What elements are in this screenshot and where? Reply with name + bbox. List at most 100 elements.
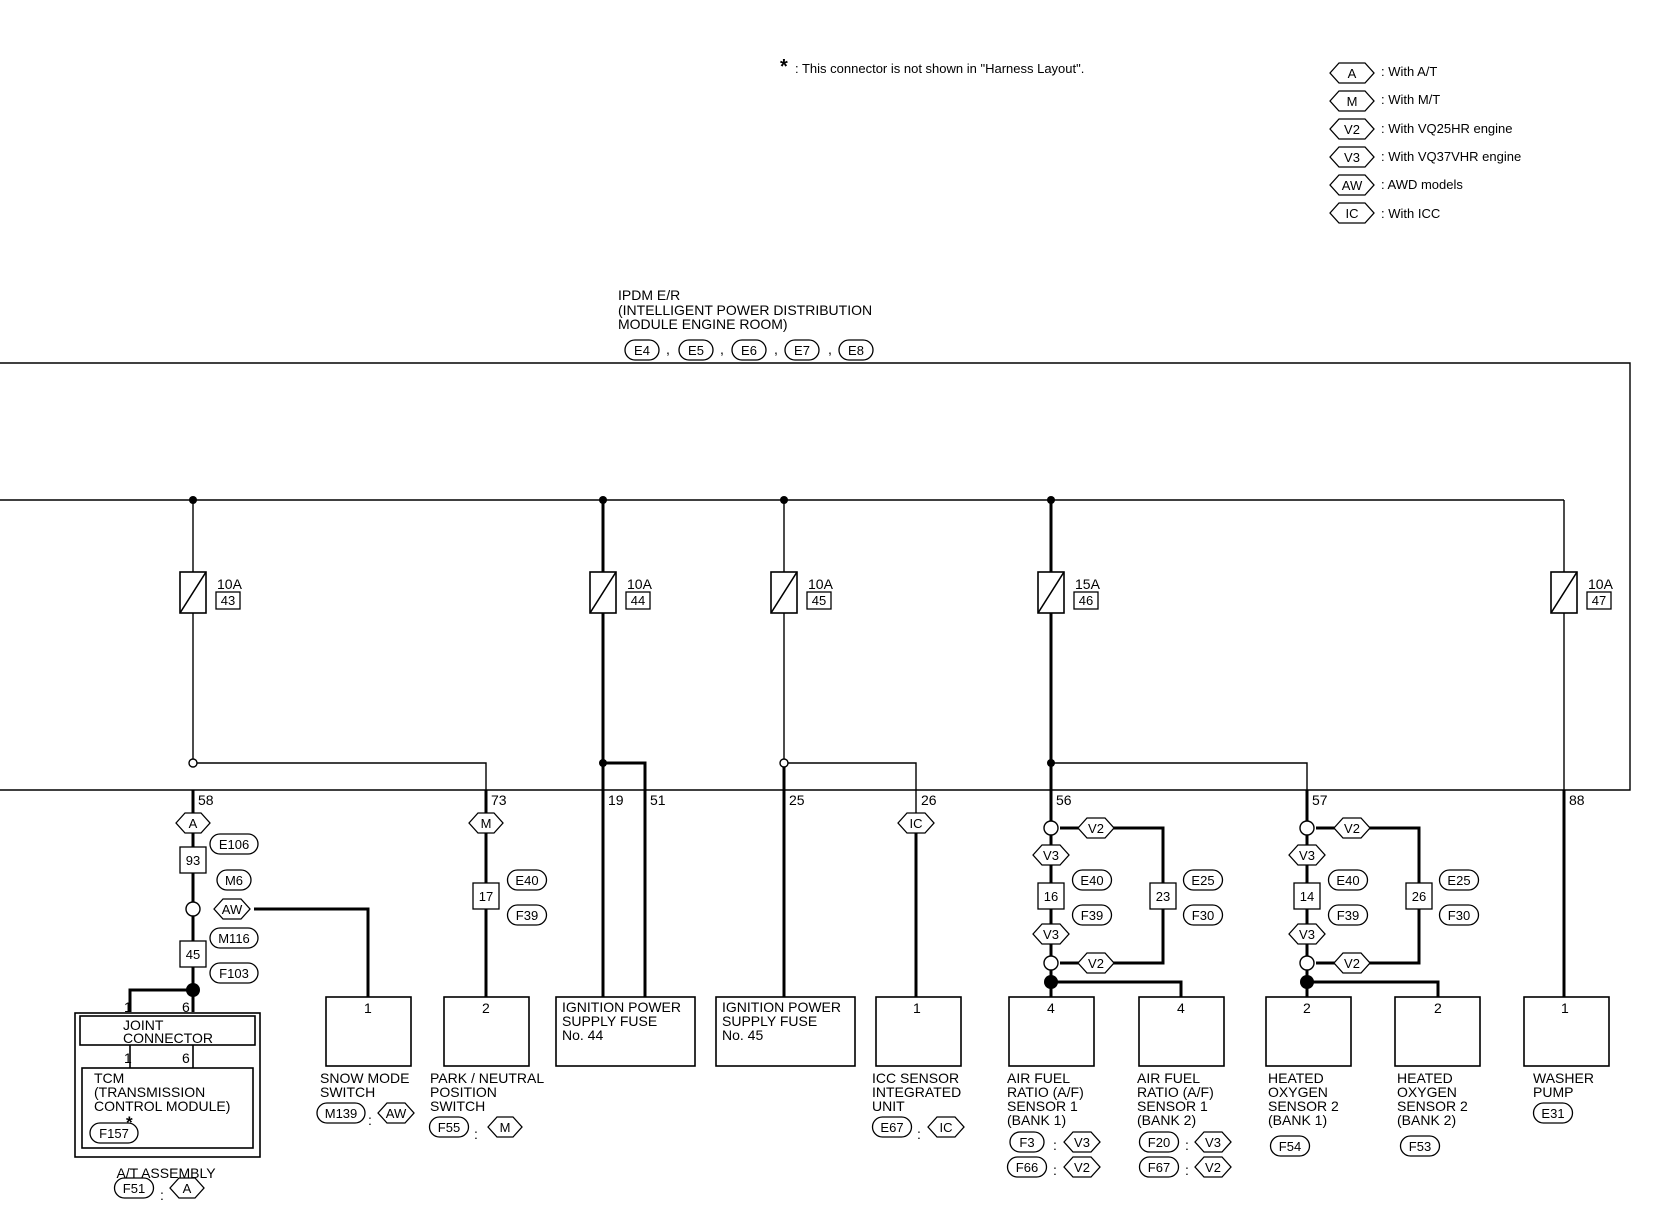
connector-e67-label: E67 bbox=[880, 1120, 903, 1135]
connector-f39-57 bbox=[1327, 904, 1369, 926]
code-awd-58 bbox=[213, 898, 251, 920]
code-af1-v3 bbox=[1063, 1131, 1101, 1153]
connector-f39-56 bbox=[1071, 904, 1113, 926]
connector-e106 bbox=[209, 833, 259, 855]
connector-f20-label: F20 bbox=[1148, 1135, 1170, 1150]
legend-text-aw: : AWD models bbox=[1381, 177, 1463, 192]
fuse-43-number: 43 bbox=[221, 593, 235, 608]
code-at-assembly-label: A bbox=[183, 1181, 192, 1196]
tcm-title-2: (TRANSMISSION bbox=[94, 1084, 205, 1100]
code-v3-57-top-label: V3 bbox=[1299, 848, 1315, 863]
ipdm-connector-e7 bbox=[784, 339, 820, 361]
pin-16-label: 16 bbox=[1044, 889, 1058, 904]
connector-e25-56-label: E25 bbox=[1191, 873, 1214, 888]
park-title-3: SWITCH bbox=[430, 1098, 485, 1114]
connector-f39-57-label: F39 bbox=[1337, 908, 1359, 923]
fuse-44-number-box bbox=[625, 591, 651, 610]
ipdm-connector-e8-label: E8 bbox=[848, 343, 864, 358]
legend-code-ic bbox=[1329, 202, 1375, 224]
fuse-43-number-box bbox=[215, 591, 241, 610]
fuse-47-number: 47 bbox=[1592, 593, 1606, 608]
connector-e25-57-label: E25 bbox=[1447, 873, 1470, 888]
connector-f39-park bbox=[506, 904, 548, 926]
fuse-45-number: 45 bbox=[812, 593, 826, 608]
diagram-lines bbox=[0, 362, 1631, 1012]
ho2-title-4: (BANK 2) bbox=[1397, 1112, 1456, 1128]
fuse-47-rating: 10A bbox=[1588, 576, 1614, 592]
ipdm-connector-e6-label: E6 bbox=[741, 343, 757, 358]
legend-code-a-label: A bbox=[1348, 66, 1357, 81]
joint-connector-links bbox=[129, 1045, 194, 1068]
code-af2-v2 bbox=[1194, 1156, 1232, 1178]
fuse44-title-1: IGNITION POWER bbox=[562, 999, 681, 1015]
icc-title-2: INTEGRATED bbox=[872, 1084, 961, 1100]
legend-code-ic-label: IC bbox=[1346, 206, 1359, 221]
ho2-title-1: HEATED bbox=[1397, 1070, 1453, 1086]
fuse44-title-3: No. 44 bbox=[562, 1027, 603, 1043]
ho2-title-3: SENSOR 2 bbox=[1397, 1098, 1468, 1114]
ipdm-connector-e4-label: E4 bbox=[634, 343, 650, 358]
terminal-51: 51 bbox=[650, 792, 666, 808]
pin-14-label: 14 bbox=[1300, 889, 1314, 904]
terminal-58: 58 bbox=[198, 792, 214, 808]
pin-93 bbox=[179, 846, 207, 874]
af1-title-2: RATIO (A/F) bbox=[1007, 1084, 1084, 1100]
connector-f53-label: F53 bbox=[1409, 1139, 1431, 1154]
washer-title-2: PUMP bbox=[1533, 1084, 1573, 1100]
ipdm-connector-e5-label: E5 bbox=[688, 343, 704, 358]
code-af1-v2 bbox=[1063, 1156, 1101, 1178]
park-pin: 2 bbox=[482, 1000, 490, 1016]
legend-text-v3: : With VQ37VHR engine bbox=[1381, 149, 1521, 164]
joint-pin-6-bottom: 6 bbox=[182, 1050, 190, 1066]
note-star: * bbox=[780, 56, 788, 78]
fuse45-title-3: No. 45 bbox=[722, 1027, 763, 1043]
ipdm-connector-e4 bbox=[624, 339, 660, 361]
fuse-44-rating: 10A bbox=[627, 576, 653, 592]
at-assembly-label: A/T ASSEMBLY bbox=[116, 1165, 216, 1181]
code-v2-56-top bbox=[1077, 817, 1115, 839]
connector-f103-label: F103 bbox=[219, 966, 249, 981]
code-af2-v3-label: V3 bbox=[1205, 1135, 1221, 1150]
af2-pin: 4 bbox=[1177, 1000, 1185, 1016]
terminal-19: 19 bbox=[608, 792, 624, 808]
code-v3-56-top bbox=[1032, 844, 1070, 866]
legend-code-m-label: M bbox=[1347, 94, 1358, 109]
fuse-43-rating: 10A bbox=[217, 576, 243, 592]
ipdm-sep-4: , bbox=[828, 341, 832, 357]
park-sep: : bbox=[474, 1126, 478, 1142]
park-title-1: PARK / NEUTRAL bbox=[430, 1070, 544, 1086]
af1-title-4: (BANK 1) bbox=[1007, 1112, 1066, 1128]
connector-e67 bbox=[871, 1116, 913, 1138]
pin-14 bbox=[1293, 882, 1321, 910]
code-awd-58-label: AW bbox=[222, 902, 243, 917]
fuse-46-element bbox=[1037, 571, 1065, 614]
connector-f66 bbox=[1006, 1156, 1048, 1178]
ho1-pin: 2 bbox=[1303, 1000, 1311, 1016]
tcm-title-1: TCM bbox=[94, 1070, 124, 1086]
legend-code-m bbox=[1329, 90, 1375, 112]
af1-pin: 4 bbox=[1047, 1000, 1055, 1016]
connector-e31-label: E31 bbox=[1541, 1106, 1564, 1121]
code-v2-57-bottom-label: V2 bbox=[1344, 956, 1360, 971]
af2-title-1: AIR FUEL bbox=[1137, 1070, 1200, 1086]
fuse-45-element bbox=[770, 571, 798, 614]
pin-26-label: 26 bbox=[1412, 889, 1426, 904]
code-icc-26-label: IC bbox=[910, 816, 923, 831]
code-af1-v3-label: V3 bbox=[1074, 1135, 1090, 1150]
washer-pin: 1 bbox=[1561, 1000, 1569, 1016]
joint-pin-1-top: 1 bbox=[124, 999, 132, 1015]
connector-f66-label: F66 bbox=[1016, 1160, 1038, 1175]
connector-f54 bbox=[1269, 1135, 1311, 1157]
connector-e40-park-label: E40 bbox=[515, 873, 538, 888]
icc-title-3: UNIT bbox=[872, 1098, 905, 1114]
connector-e40-57 bbox=[1327, 869, 1369, 891]
connector-f51-label: F51 bbox=[123, 1181, 145, 1196]
legend-text-a: : With A/T bbox=[1381, 64, 1437, 79]
fuse-45-rating: 10A bbox=[808, 576, 834, 592]
legend-text-ic: : With ICC bbox=[1381, 206, 1440, 221]
connector-f51 bbox=[113, 1177, 155, 1199]
code-snow-label: AW bbox=[386, 1106, 407, 1121]
code-icc-label: IC bbox=[940, 1120, 953, 1135]
ipdm-title: IPDM E/R bbox=[618, 287, 680, 303]
